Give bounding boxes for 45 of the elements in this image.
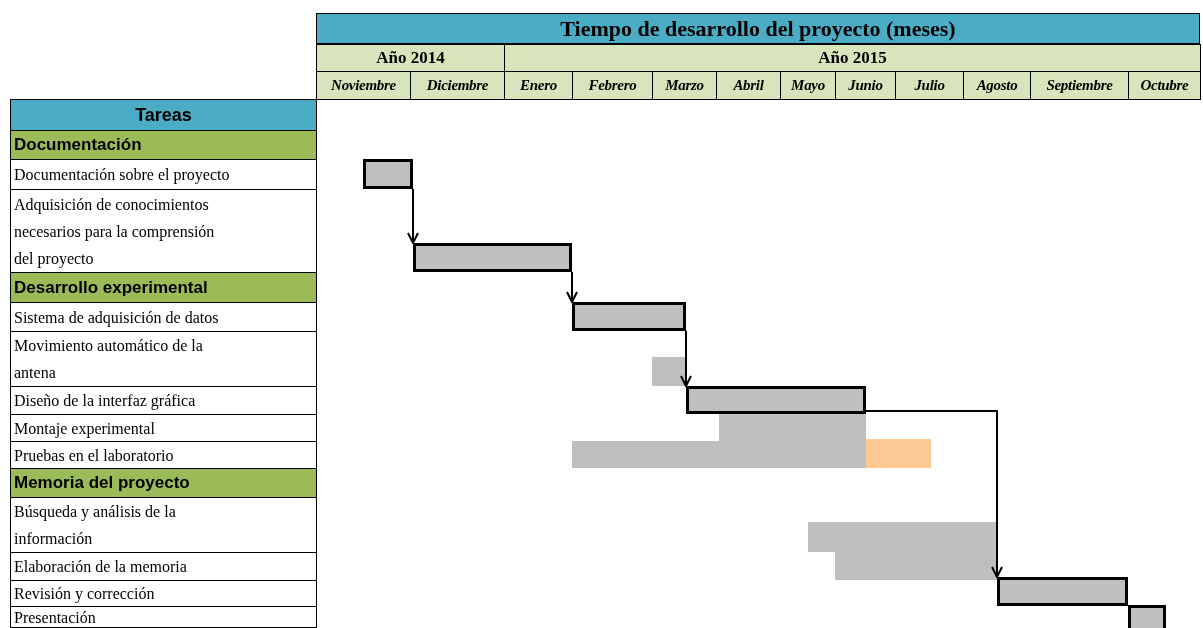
gantt-bar bbox=[363, 159, 413, 189]
dependency-arrow bbox=[865, 410, 1003, 578]
dependency-arrow bbox=[566, 271, 578, 303]
gantt-bar bbox=[997, 577, 1128, 606]
month-header: Noviembre bbox=[316, 71, 411, 100]
gantt-bar bbox=[652, 357, 686, 386]
section-header: Documentación bbox=[10, 130, 317, 160]
section-header: Memoria del proyecto bbox=[10, 468, 317, 498]
month-header: Abril bbox=[716, 71, 781, 100]
section-header: Desarrollo experimental bbox=[10, 272, 317, 303]
month-header: Julio bbox=[895, 71, 964, 100]
column-header: Tareas bbox=[10, 99, 317, 131]
gantt-bar bbox=[808, 522, 997, 552]
month-header: Enero bbox=[504, 71, 573, 100]
month-header: Febrero bbox=[572, 71, 653, 100]
gantt-bar bbox=[835, 552, 997, 580]
dependency-arrow bbox=[407, 188, 419, 244]
task-name: Búsqueda y análisis de la información bbox=[10, 497, 317, 553]
task-name: Diseño de la interfaz gráfica bbox=[10, 386, 317, 415]
task-name: Elaboración de la memoria bbox=[10, 552, 317, 581]
task-name: Pruebas en el laboratorio bbox=[10, 441, 317, 469]
month-header: Septiembre bbox=[1030, 71, 1129, 100]
month-header: Octubre bbox=[1128, 71, 1201, 100]
gantt-bar bbox=[686, 386, 866, 414]
task-name: Presentación bbox=[10, 606, 317, 628]
gantt-bar bbox=[866, 439, 931, 468]
month-header: Marzo bbox=[652, 71, 717, 100]
year-header: Año 2014 bbox=[316, 44, 505, 72]
year-header: Año 2015 bbox=[504, 44, 1201, 72]
task-name: Movimiento automático de la antena bbox=[10, 331, 317, 387]
task-name: Documentación sobre el proyecto bbox=[10, 159, 317, 190]
month-header: Junio bbox=[835, 71, 896, 100]
month-header: Agosto bbox=[963, 71, 1031, 100]
month-header: Mayo bbox=[780, 71, 836, 100]
task-name: Sistema de adquisición de datos bbox=[10, 302, 317, 332]
gantt-bar bbox=[572, 441, 866, 468]
month-header: Diciembre bbox=[410, 71, 505, 100]
task-name: Adquisición de conocimientos necesarios para la comprensión del proyecto bbox=[10, 189, 317, 273]
gantt-bar bbox=[572, 302, 686, 331]
dependency-arrow bbox=[680, 330, 692, 387]
gantt-bar bbox=[413, 243, 572, 272]
gantt-bar bbox=[719, 414, 866, 441]
chart-title: Tiempo de desarrollo del proyecto (meses) bbox=[316, 13, 1200, 44]
task-name: Montaje experimental bbox=[10, 414, 317, 442]
task-name: Revisión y corrección bbox=[10, 580, 317, 607]
